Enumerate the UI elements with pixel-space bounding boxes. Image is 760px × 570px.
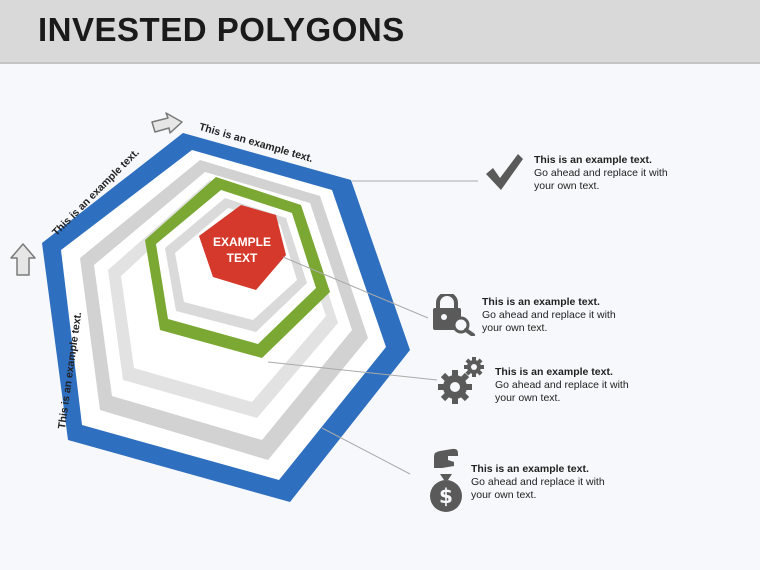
callout-2: This is an example text. Go ahead and re… bbox=[482, 296, 682, 335]
arrow-right-icon bbox=[151, 112, 183, 134]
callout-3-body-line2: your own text. bbox=[495, 392, 561, 404]
connector-line-3 bbox=[267, 361, 438, 381]
center-text: EXAMPLE TEXT bbox=[198, 234, 286, 266]
callout-1-body-line1: Go ahead and replace it with bbox=[534, 167, 668, 179]
lock-search-icon bbox=[433, 294, 475, 336]
center-red-hexagon bbox=[199, 205, 286, 290]
callout-3-heading: This is an example text. bbox=[495, 366, 613, 378]
callout-1-heading: This is an example text. bbox=[534, 154, 652, 166]
checkmark-icon bbox=[486, 154, 523, 190]
callout-2-body-line1: Go ahead and replace it with bbox=[482, 309, 616, 321]
callout-4: This is an example text. Go ahead and re… bbox=[471, 463, 671, 502]
header-bar: INVESTED POLYGONS bbox=[0, 0, 760, 64]
callout-2-body-line2: your own text. bbox=[482, 322, 548, 334]
gears-icon bbox=[438, 357, 484, 404]
callout-3: This is an example text. Go ahead and re… bbox=[495, 366, 695, 405]
center-text-line2: TEXT bbox=[226, 251, 258, 265]
callout-4-body-line1: Go ahead and replace it with bbox=[471, 476, 605, 488]
svg-text:$: $ bbox=[439, 484, 453, 508]
page-title: INVESTED POLYGONS bbox=[38, 11, 405, 48]
callout-4-heading: This is an example text. bbox=[471, 463, 589, 475]
arrow-up-icon bbox=[10, 243, 36, 276]
money-hand-icon: $ bbox=[430, 448, 462, 512]
callout-4-body-line2: your own text. bbox=[471, 489, 537, 501]
callout-2-heading: This is an example text. bbox=[482, 296, 600, 308]
callout-1-body-line2: your own text. bbox=[534, 180, 600, 192]
callout-3-body-line1: Go ahead and replace it with bbox=[495, 379, 629, 391]
center-text-line1: EXAMPLE bbox=[212, 235, 271, 249]
connector-line-2 bbox=[282, 256, 429, 319]
callout-1: This is an example text. Go ahead and re… bbox=[534, 154, 734, 193]
connector-line-4 bbox=[321, 427, 411, 475]
